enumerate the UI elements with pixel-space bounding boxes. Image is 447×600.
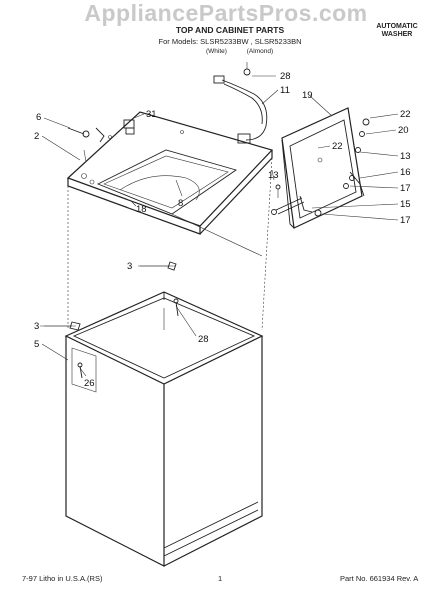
product-type-line1: AUTOMATIC xyxy=(376,23,418,30)
assembly-guides xyxy=(40,157,273,331)
callout-15: 15 xyxy=(400,199,411,210)
callout-22: 22 xyxy=(400,109,411,120)
callout-2: 2 xyxy=(34,131,39,142)
top-hardware xyxy=(67,119,135,163)
callout-13-hinge: 13 xyxy=(268,170,279,181)
product-type-label: AUTOMATIC WASHER xyxy=(372,23,422,39)
callout-13: 13 xyxy=(400,151,411,162)
watermark: AppliancePartsPros.com xyxy=(84,0,368,26)
callout-22-lid: 22 xyxy=(332,141,343,152)
callout-5: 5 xyxy=(34,339,39,350)
diagram-title: TOP AND CABINET PARTS xyxy=(175,25,285,35)
callout-8: 8 xyxy=(178,198,183,209)
callout-26: 26 xyxy=(84,378,95,389)
footer-part-number: Part No. 661934 Rev. A xyxy=(340,574,419,583)
color-variants: (White) (Almond) xyxy=(206,48,291,55)
product-type-line2: WASHER xyxy=(381,31,413,38)
callout-17-lower: 17 xyxy=(400,215,411,226)
callout-3: 3 xyxy=(127,261,132,272)
callout-28-cabinet: 28 xyxy=(198,334,209,345)
washer-top-panel xyxy=(66,111,274,235)
callout-18: 18 xyxy=(136,204,147,215)
color-white: (White) xyxy=(206,48,227,55)
callout-11: 11 xyxy=(280,85,290,96)
callout-28: 28 xyxy=(280,71,291,82)
callout-19: 19 xyxy=(302,90,313,101)
callout-17: 17 xyxy=(400,183,411,194)
model-numbers: For Models: SLSR5233BW , SLSR5233BN xyxy=(158,37,302,46)
callout-labels: 28 11 19 6 31 22 2 20 22 13 16 8 18 13 1… xyxy=(34,71,411,389)
footer-litho: 7-97 Litho in U.S.A.(RS) xyxy=(22,574,103,583)
callout-6: 6 xyxy=(36,112,41,123)
callout-16: 16 xyxy=(400,167,411,178)
washer-cabinet xyxy=(64,291,264,567)
washer-lid xyxy=(271,107,370,229)
callout-20: 20 xyxy=(398,125,409,136)
color-almond: (Almond) xyxy=(246,48,274,55)
wire-harness xyxy=(213,62,268,144)
cabinet-hardware xyxy=(69,261,179,379)
callout-3-front: 3 xyxy=(34,321,39,332)
footer-page-number: 1 xyxy=(218,574,223,583)
callout-31: 31 xyxy=(146,109,157,120)
